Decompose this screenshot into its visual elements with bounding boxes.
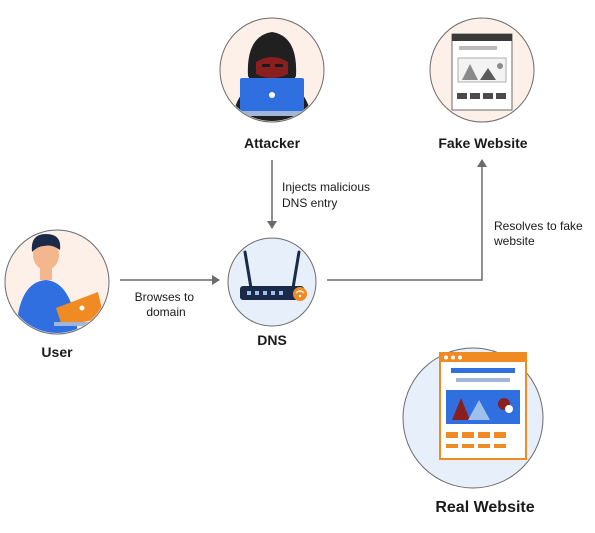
arrow-dns-to-fake-website — [327, 159, 487, 281]
hooded-hacker-laptop-icon — [232, 32, 312, 121]
user-node — [4, 229, 110, 335]
edge-label-user-to-dns: Browses to domain — [135, 290, 198, 319]
router-icon — [240, 250, 307, 301]
edge-label-attacker-to-dns: Injects malicious DNS entry — [282, 180, 373, 210]
edge-label-user-to-dns-line-2: domain — [146, 305, 185, 319]
attacker-label: Attacker — [244, 135, 301, 151]
fake-webpage-icon — [451, 33, 513, 111]
dns-node — [227, 237, 317, 327]
edge-label-attacker-to-dns-line-2: DNS entry — [282, 196, 337, 210]
user-laptop-icon — [16, 234, 106, 333]
edge-label-user-to-dns-line-1: Browses to — [135, 290, 195, 304]
dns-label: DNS — [257, 332, 287, 348]
real-website-node — [402, 347, 544, 489]
edge-label-dns-to-fake-line-1: Resolves to fake — [494, 219, 583, 233]
edge-label-dns-to-fake-line-2: website — [493, 234, 535, 248]
edge-label-dns-to-fake: Resolves to fake website — [493, 219, 586, 248]
user-label: User — [41, 344, 73, 360]
real-website-label: Real Website — [435, 499, 534, 516]
edge-label-attacker-to-dns-line-1: Injects malicious — [282, 180, 370, 194]
fake-website-node — [429, 17, 535, 123]
fake-website-label: Fake Website — [438, 135, 527, 151]
attacker-node — [219, 17, 325, 123]
browser-webpage-icon — [439, 352, 527, 460]
